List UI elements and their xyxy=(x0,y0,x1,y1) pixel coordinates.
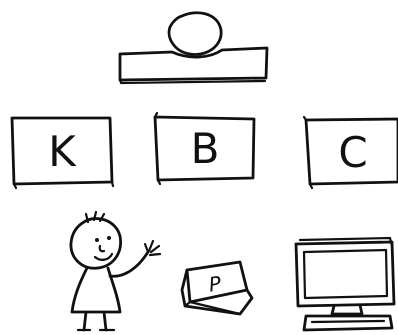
stick-figure-waving-icon xyxy=(71,212,160,330)
box-b: B xyxy=(155,113,254,184)
key-letter-p: P xyxy=(207,271,223,297)
top-node xyxy=(120,13,267,83)
box-letter-b: B xyxy=(191,124,220,173)
desktop-computer-icon xyxy=(296,238,394,330)
keyboard-key-icon: P xyxy=(182,262,252,314)
person-on-desk-icon xyxy=(120,13,267,83)
box-c: C xyxy=(304,117,398,188)
box-k: K xyxy=(12,118,113,188)
box-letter-c: C xyxy=(338,128,367,177)
box-letter-k: K xyxy=(48,127,77,176)
bottom-row: P xyxy=(71,212,394,330)
box-row: K B C xyxy=(12,113,398,188)
